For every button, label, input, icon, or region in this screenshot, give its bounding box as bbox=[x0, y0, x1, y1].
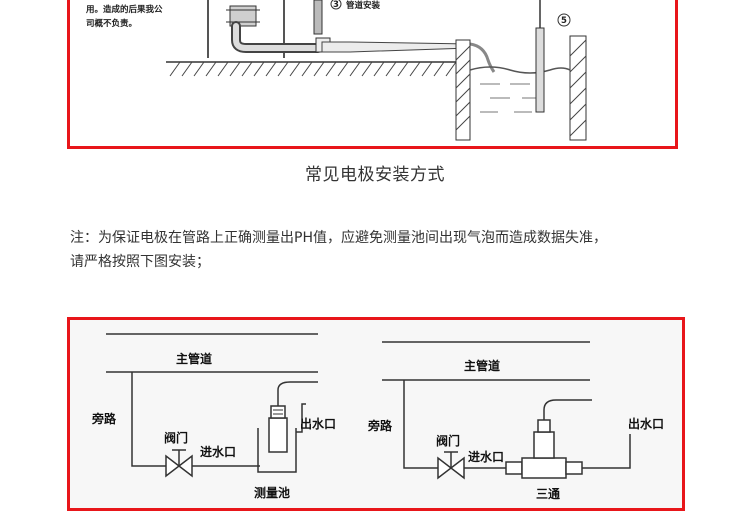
right-scheme-tee: 主管道 旁路 阀门 进水口 三通 出水口 bbox=[367, 341, 664, 501]
pipe-elbow bbox=[231, 21, 323, 53]
water-outflow bbox=[469, 42, 496, 73]
marker-3-circle bbox=[330, 0, 342, 10]
top-installation-diagram: 用。造成的后果我公 司概不负责。 3 管道安装 bbox=[85, 0, 587, 141]
bypass-installation-diagram-frame: 主管道 旁路 阀门 进水口 测量池 出水口 bbox=[67, 317, 685, 511]
left-electrode-cable bbox=[277, 381, 318, 406]
bypass-installation-diagram: 主管道 旁路 阀门 进水口 测量池 出水口 bbox=[91, 333, 664, 501]
tank-wall-left bbox=[455, 39, 471, 141]
installation-note: 注：为保证电极在管路上正确测量出PH值，应避免测量池间出现气泡而造成数据失准， … bbox=[70, 226, 690, 274]
right-electrode bbox=[533, 431, 555, 459]
warning-text-line1: 用。造成的后果我公 bbox=[85, 4, 163, 15]
marker-3: 3 bbox=[333, 0, 339, 10]
left-pool-label: 测量池 bbox=[254, 485, 290, 500]
left-outlet-label: 出水口 bbox=[300, 416, 336, 431]
left-measuring-pool bbox=[257, 428, 297, 473]
pipe-install-label: 管道安装 bbox=[346, 0, 381, 11]
right-bypass-label: 旁路 bbox=[367, 418, 393, 433]
right-valve-label: 阀门 bbox=[436, 433, 460, 448]
water-surface bbox=[469, 66, 571, 74]
diagram-caption: 常见电极安装方式 bbox=[305, 165, 445, 185]
tank-wall-right bbox=[569, 35, 587, 141]
left-outlet-pipe bbox=[296, 403, 306, 433]
right-tee-left-coupling bbox=[505, 461, 523, 475]
installation-note-line1: 注：为保证电极在管路上正确测量出PH值，应避免测量池间出现气泡而造成数据失准， bbox=[70, 230, 607, 246]
outlet-pipe bbox=[321, 41, 471, 53]
left-bypass-label: 旁路 bbox=[91, 411, 117, 426]
marker-5: 5 bbox=[561, 16, 567, 26]
installation-note-line2: 请严格按照下图安装； bbox=[70, 254, 210, 270]
right-inlet-label: 进水口 bbox=[468, 449, 504, 464]
right-main-pipe-label: 主管道 bbox=[464, 358, 500, 373]
right-bypass-line bbox=[403, 380, 438, 469]
left-main-pipe-label: 主管道 bbox=[176, 351, 212, 366]
warning-text-line2: 司概不负责。 bbox=[86, 18, 137, 29]
left-electrode bbox=[268, 417, 288, 453]
right-tee-right-coupling bbox=[565, 461, 583, 475]
left-bypass-line bbox=[131, 372, 168, 467]
marker-5-circle bbox=[557, 13, 571, 27]
left-inlet-label: 进水口 bbox=[200, 444, 236, 459]
right-outlet-label: 出水口 bbox=[628, 416, 664, 431]
right-electrode-cable bbox=[543, 399, 592, 420]
left-valve-label: 阀门 bbox=[164, 430, 188, 445]
electrode-holder bbox=[313, 0, 323, 35]
valve-body bbox=[229, 5, 257, 27]
immersed-electrode bbox=[535, 27, 545, 113]
right-outlet-pipe bbox=[582, 434, 631, 469]
left-scheme-measuring-pool: 主管道 旁路 阀门 进水口 测量池 出水口 bbox=[91, 333, 336, 500]
right-tee-label: 三通 bbox=[536, 486, 560, 501]
top-installation-diagram-frame: 用。造成的后果我公 司概不负责。 3 管道安装 bbox=[67, 0, 678, 149]
right-tee-body bbox=[521, 457, 567, 479]
